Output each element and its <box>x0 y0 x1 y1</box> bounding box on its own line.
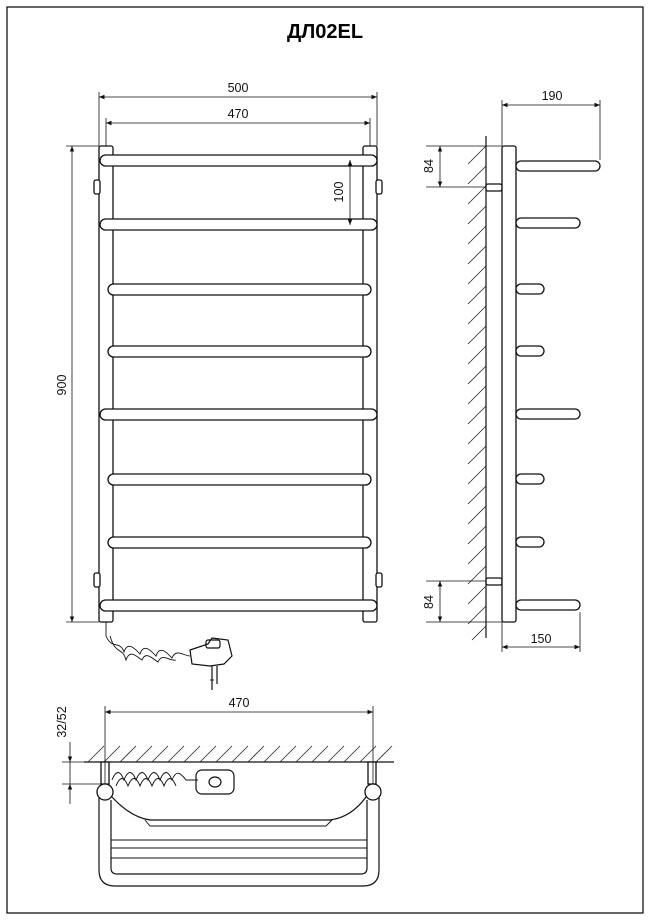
rung-5 <box>99 408 378 421</box>
top-rail-left <box>96 783 114 801</box>
side-bracket-bottom <box>485 577 503 586</box>
dim-rung-spacing: 100 <box>332 182 346 203</box>
rung-8 <box>99 599 378 612</box>
top-wall-hatching <box>87 745 393 763</box>
bracket-bottom-left <box>93 572 101 588</box>
top-rail-right <box>364 783 382 801</box>
dim-wall-gap: 32/52 <box>55 706 69 737</box>
top-frame-outer <box>98 798 380 887</box>
side-rung-3 <box>515 283 545 295</box>
bracket-bottom-right <box>375 572 383 588</box>
dim-depth-top: 190 <box>542 89 563 103</box>
top-bracket-right <box>367 761 377 785</box>
rung-3 <box>107 283 372 296</box>
dim-depth-bottom: 150 <box>531 632 552 646</box>
right-rail <box>362 145 378 623</box>
top-coiled-cable <box>111 772 198 782</box>
power-plug-icon <box>189 637 233 690</box>
side-bracket-top <box>485 183 503 192</box>
dim-offset-bottom: 84 <box>422 595 436 609</box>
top-view: 470 32/52 <box>55 696 394 887</box>
dim-width-outer: 500 <box>228 81 249 95</box>
wall-hatching <box>467 145 487 641</box>
front-view: 500 470 900 100 <box>55 81 383 690</box>
left-rail <box>98 145 114 623</box>
rung-6 <box>107 473 372 486</box>
rung-2 <box>99 218 378 231</box>
dim-top-width: 470 <box>229 696 250 710</box>
page-border <box>6 6 644 914</box>
side-rung-4 <box>515 345 545 357</box>
side-rung-5 <box>515 408 581 420</box>
side-rung-8 <box>515 599 581 611</box>
dim-width-inner: 470 <box>228 107 249 121</box>
rung-1 <box>99 154 378 167</box>
side-view: 190 84 84 150 <box>422 89 601 652</box>
bracket-top-left <box>93 179 101 195</box>
side-rung-2 <box>515 217 581 229</box>
rung-4 <box>107 345 372 358</box>
product-title: ДЛ02EL <box>287 21 363 43</box>
side-rung-6 <box>515 473 545 485</box>
rung-7 <box>107 536 372 549</box>
bracket-top-right <box>375 179 383 195</box>
dim-offset-top: 84 <box>422 159 436 173</box>
top-frame-inner <box>110 800 368 875</box>
top-plug-icon <box>195 769 235 795</box>
coiled-cable <box>105 622 191 659</box>
side-rail <box>501 145 517 623</box>
side-rung-7 <box>515 536 545 548</box>
dim-height: 900 <box>55 375 69 396</box>
side-rung-1 <box>515 160 601 172</box>
